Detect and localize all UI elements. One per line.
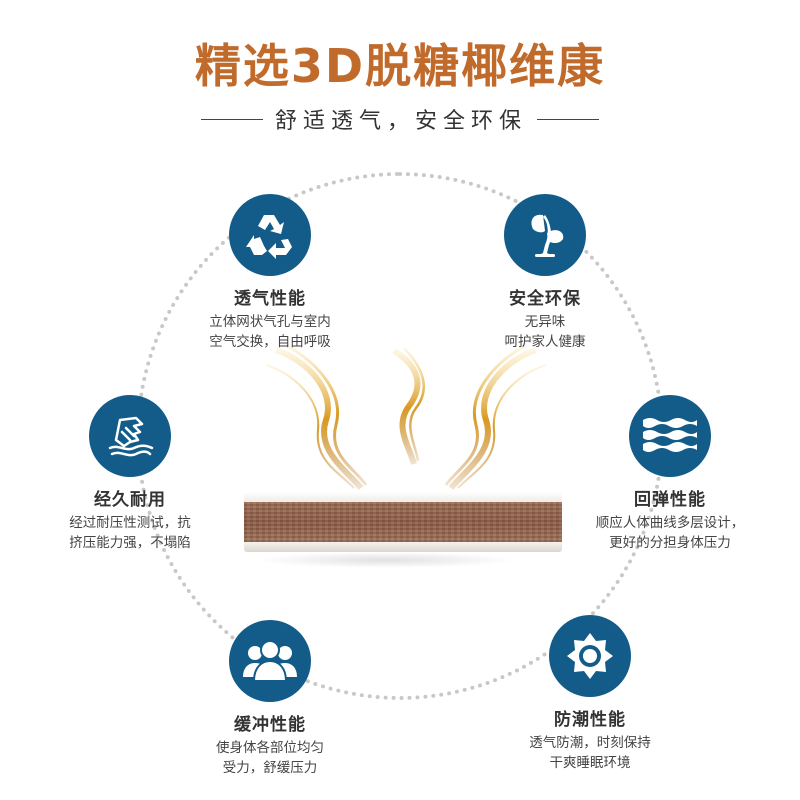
feature-desc-line: 受力，舒缓压力 <box>222 760 318 776</box>
feature-durability: 经久耐用 经过耐压性测试，抗 挤压能力强，不塌陷 <box>30 395 230 553</box>
feature-desc-line: 透气防潮，时刻保持 <box>529 735 651 751</box>
feature-title: 安全环保 <box>509 289 581 309</box>
feature-title: 回弹性能 <box>634 490 706 510</box>
feature-icon-circle <box>229 620 311 702</box>
feature-desc-line: 挤压能力强，不塌陷 <box>69 535 191 551</box>
feature-icon-circle <box>504 194 586 276</box>
feature-icon-circle <box>549 615 631 697</box>
feature-desc-line: 空气交换，自由呼吸 <box>209 334 331 350</box>
feature-cushioning: 缓冲性能 使身体各部位均匀 受力，舒缓压力 <box>190 620 350 778</box>
golden-swirl-right <box>444 343 546 490</box>
feature-icon-circle <box>89 395 171 477</box>
pad-bottom-layer <box>244 542 562 552</box>
feature-desc: 使身体各部位均匀 受力，舒缓压力 <box>190 738 350 778</box>
feature-title: 防潮性能 <box>554 710 626 730</box>
feature-desc: 顺应人体曲线多层设计， 更好的分担身体压力 <box>570 513 770 553</box>
feature-icon-circle <box>629 395 711 477</box>
golden-swirl-left <box>266 343 368 490</box>
sprout-icon <box>531 214 564 257</box>
subtitle-row: 舒适透气，安全环保 <box>0 103 800 135</box>
feature-desc: 无异味 呵护家人健康 <box>470 312 620 352</box>
feature-desc-line: 顺应人体曲线多层设计， <box>595 515 745 531</box>
feature-breathability: 透气性能 立体网状气孔与室内 空气交换，自由呼吸 <box>160 194 380 352</box>
feature-desc-line: 更好的分担身体压力 <box>609 535 731 551</box>
feature-title: 透气性能 <box>234 289 306 309</box>
feature-icon-circle <box>229 194 311 276</box>
feature-desc-line: 无异味 <box>524 314 566 330</box>
feature-eco-safe: 安全环保 无异味 呵护家人健康 <box>470 194 620 352</box>
subtitle: 舒适透气，安全环保 <box>274 109 527 134</box>
pad-shadow <box>256 552 516 568</box>
feature-desc-line: 立体网状气孔与室内 <box>209 314 331 330</box>
wave-layers-icon <box>643 418 697 452</box>
feature-moisture-proof: 防潮性能 透气防潮，时刻保持 干爽睡眠环境 <box>500 615 680 773</box>
divider-right <box>537 118 599 120</box>
feature-desc-line: 呵护家人健康 <box>504 334 586 350</box>
coconut-fiber-layer <box>244 502 562 544</box>
divider-left <box>200 118 263 120</box>
feature-title: 缓冲性能 <box>234 715 306 735</box>
people-group-icon <box>243 640 297 682</box>
feature-desc: 立体网状气孔与室内 空气交换，自由呼吸 <box>160 312 380 352</box>
hand-press-icon <box>108 416 154 457</box>
feature-desc-line: 经过耐压性测试，抗 <box>69 515 191 531</box>
page-title: 精选3D脱糖椰维康 <box>194 39 606 93</box>
sun-gear-icon <box>567 633 613 679</box>
feature-desc: 经过耐压性测试，抗 挤压能力强，不塌陷 <box>30 513 230 553</box>
feature-resilience: 回弹性能 顺应人体曲线多层设计， 更好的分担身体压力 <box>570 395 770 553</box>
feature-desc-line: 使身体各部位均匀 <box>216 740 324 756</box>
feature-desc-line: 干爽睡眠环境 <box>549 755 631 771</box>
recycle-icon <box>246 215 292 259</box>
feature-desc: 透气防潮，时刻保持 干爽睡眠环境 <box>500 733 680 773</box>
pad-top-layer <box>244 492 562 504</box>
feature-title: 经久耐用 <box>94 490 166 510</box>
mattress-pad <box>244 492 562 556</box>
golden-swirl-center <box>392 347 425 465</box>
product-image <box>236 340 566 580</box>
